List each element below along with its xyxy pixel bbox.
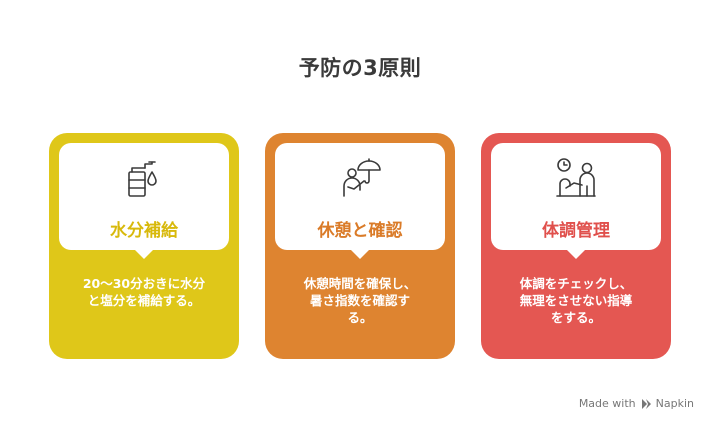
card-header-panel: 体調管理 bbox=[491, 143, 661, 259]
principle-card-health: 体調管理 体調をチェックし、 無理をさせない指導 をする。 bbox=[481, 133, 671, 359]
card-header-panel: 水分補給 bbox=[59, 143, 229, 259]
card-heading: 休憩と確認 bbox=[317, 221, 403, 241]
card-description: 体調をチェックし、 無理をさせない指導 をする。 bbox=[519, 276, 633, 325]
card-pointer bbox=[350, 249, 370, 259]
made-with-label: Made with bbox=[578, 397, 636, 410]
napkin-brand-label: Napkin bbox=[655, 397, 694, 410]
card-heading: 水分補給 bbox=[110, 221, 178, 241]
card-pointer bbox=[134, 249, 154, 259]
page-title: 予防の3原則 bbox=[298, 56, 422, 80]
card-description: 休憩時間を確保し、 暑さ指数を確認す る。 bbox=[303, 276, 417, 325]
card-description: 20〜30分おきに水分 と塩分を補給する。 bbox=[82, 276, 206, 308]
clock-consultation-icon bbox=[556, 158, 596, 197]
principle-card-rest: 休憩と確認 休憩時間を確保し、 暑さ指数を確認す る。 bbox=[265, 133, 455, 359]
principle-card-hydration: 水分補給 20〜30分おきに水分 と塩分を補給する。 bbox=[49, 133, 239, 359]
card-pointer bbox=[566, 249, 586, 259]
water-dispenser-icon bbox=[128, 161, 157, 197]
made-with-napkin-credit: Made with Napkin bbox=[579, 397, 694, 410]
card-header-panel: 休憩と確認 bbox=[275, 143, 445, 259]
card-heading: 体調管理 bbox=[542, 221, 610, 241]
person-umbrella-icon bbox=[343, 158, 381, 197]
napkin-logo-icon bbox=[641, 398, 651, 409]
